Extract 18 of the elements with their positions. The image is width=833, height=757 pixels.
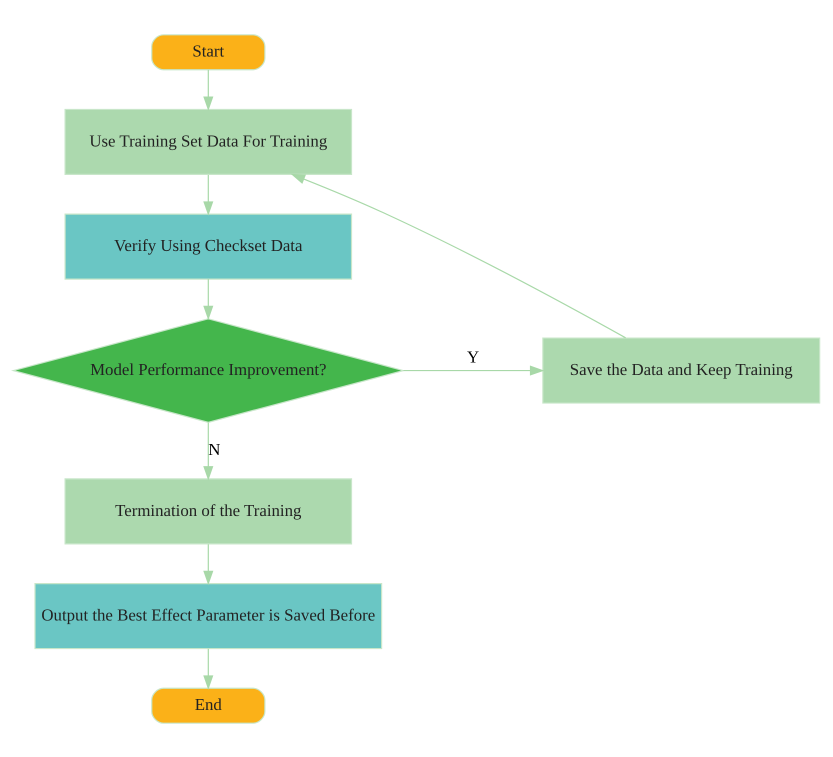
arrow [203, 278, 214, 320]
arrow [290, 173, 626, 338]
arrow [203, 544, 214, 585]
node-box: Verify Using Checkset Data [64, 213, 352, 280]
node-box: Start [151, 34, 266, 70]
edge-label: Y [466, 346, 480, 366]
node-box: Output the Best Effect Parameter is Saved Before [34, 582, 382, 649]
arrow [203, 69, 214, 110]
node-box: Use Training Set Data For Training [64, 108, 352, 175]
node-box: Save the Data and Keep Training [542, 336, 820, 404]
arrow [203, 174, 214, 216]
arrow [203, 422, 214, 480]
arrow [203, 648, 214, 690]
node-box: Termination of the Training [64, 478, 352, 544]
node-box: End [151, 687, 266, 724]
node-diamond: Model Performance Improvement? [11, 318, 406, 422]
edge-label: N [208, 440, 220, 459]
arrow [403, 365, 544, 376]
